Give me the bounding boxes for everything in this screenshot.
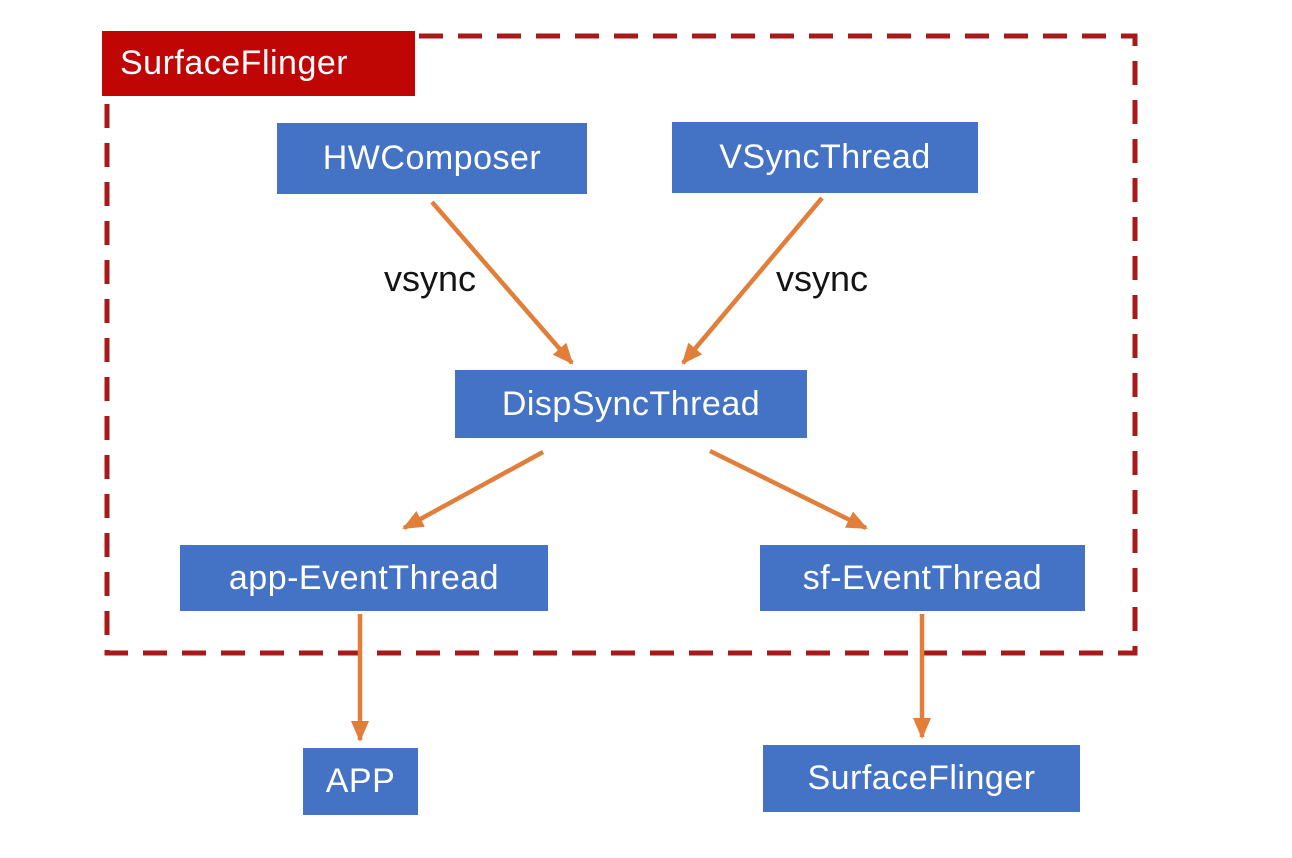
edge-label-vsync-right: vsync (775, 258, 869, 299)
arrow-hwcomposer-to-dispsync (430, 200, 574, 365)
surfaceflinger-container-label: SurfaceFlinger (102, 31, 415, 96)
node-dispsync-thread: DispSyncThread (455, 370, 807, 438)
arrow-vsyncthread-to-dispsync (681, 196, 824, 365)
edge-label-vsync-left: vsync (383, 258, 477, 299)
node-app-event-thread: app-EventThread (180, 545, 548, 611)
node-hwcomposer: HWComposer (277, 123, 587, 194)
arrow-dispsync-to-app-eventthread (402, 450, 545, 530)
arrow-dispsync-to-sf-eventthread (709, 448, 868, 531)
node-vsync-thread: VSyncThread (672, 122, 978, 193)
node-surfaceflinger-target: SurfaceFlinger (763, 745, 1080, 812)
node-sf-event-thread: sf-EventThread (760, 545, 1085, 611)
node-app: APP (303, 748, 418, 815)
surfaceflinger-container-border (104, 33, 1138, 656)
